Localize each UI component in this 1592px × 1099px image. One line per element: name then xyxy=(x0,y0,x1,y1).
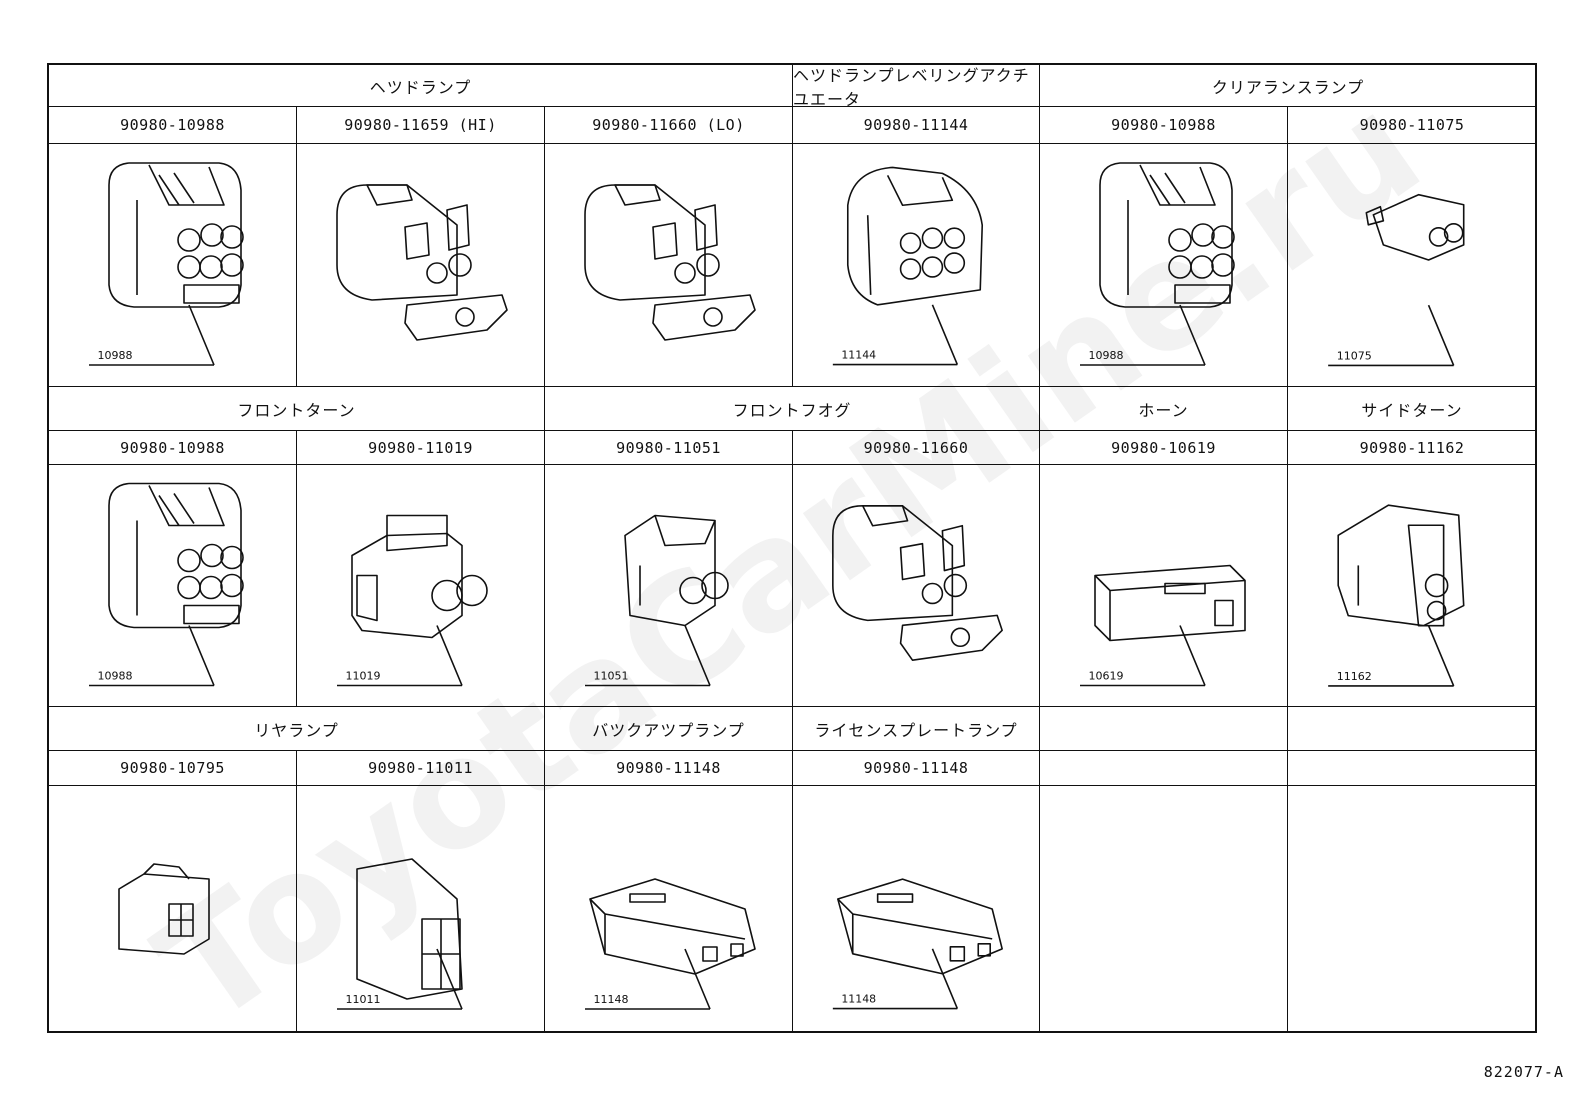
part-number: 90980-11075 xyxy=(1288,107,1537,144)
connector-illustration xyxy=(793,465,1040,707)
part-number xyxy=(1040,751,1288,786)
group-header: ライセンスプレートランプ xyxy=(793,707,1040,751)
part-number: 90980-10988 xyxy=(49,107,297,144)
connector-illustration: 10988 xyxy=(49,465,297,707)
part-number: 90980-11148 xyxy=(793,751,1040,786)
connector-6pin-round-icon: 10988 xyxy=(1080,162,1235,366)
connector-illustration: 11144 xyxy=(793,144,1040,387)
part-number: 90980-11051 xyxy=(545,431,793,465)
connector-illustration: 11011 xyxy=(297,786,545,1033)
group-header xyxy=(1040,707,1288,751)
connector-illustration: 11148 xyxy=(793,786,1040,1033)
callout-label: 10988 xyxy=(98,670,133,683)
callout-label: 10619 xyxy=(1089,670,1124,683)
group-header: ヘツドランプ xyxy=(49,65,793,107)
group-header: バツクアツプランプ xyxy=(545,707,793,751)
callout-label: 10988 xyxy=(98,349,133,362)
part-number: 90980-11019 xyxy=(297,431,545,465)
connector-illustration: 11162 xyxy=(1288,465,1537,707)
connector-illustration xyxy=(1288,786,1537,1033)
part-number: 90980-11660 xyxy=(793,431,1040,465)
group-header: ホーン xyxy=(1040,387,1288,431)
connector-2pin-small-icon: 11075 xyxy=(1328,193,1465,367)
group-header: ヘツドランプレベリングアクチユエータ xyxy=(793,65,1040,109)
callout-label: 11019 xyxy=(346,670,381,683)
part-number: 90980-11659 (HI) xyxy=(297,107,545,144)
connector-illustration: 11051 xyxy=(545,465,793,707)
connector-flat-horn-icon: 10619 xyxy=(1080,564,1246,687)
group-header: リヤランプ xyxy=(49,707,545,751)
connector-illustration xyxy=(545,144,793,387)
part-number: 90980-10988 xyxy=(49,431,297,465)
connector-6pin-round-icon: 10988 xyxy=(89,482,244,687)
document-id: 822077-A xyxy=(1483,1063,1564,1081)
callout-label: 11162 xyxy=(1337,670,1372,683)
group-header: サイドターン xyxy=(1288,387,1537,431)
connector-6pin-round-icon: 10988 xyxy=(89,162,244,366)
callout-label: 11075 xyxy=(1337,349,1372,362)
part-number: 90980-11162 xyxy=(1288,431,1537,465)
callout-label: 11011 xyxy=(346,993,381,1006)
group-header: クリアランスランプ xyxy=(1040,65,1537,107)
connector-headlamp-hi-icon xyxy=(336,184,508,341)
connector-6pin-leveling-icon: 11144 xyxy=(832,166,984,366)
connector-2pin-box-icon: 11019 xyxy=(337,514,488,687)
connector-illustration: 11019 xyxy=(297,465,545,707)
connector-4pin-small-icon xyxy=(118,863,210,955)
connector-illustration: 10988 xyxy=(49,144,297,387)
callout-label: 11144 xyxy=(841,349,876,362)
part-number: 90980-10619 xyxy=(1040,431,1288,465)
callout-label: 11148 xyxy=(841,993,876,1006)
connector-illustration xyxy=(49,786,297,1033)
connector-headlamp-lo-icon xyxy=(832,505,1003,661)
group-header: フロントフオグ xyxy=(545,387,1040,431)
connector-illustration: 10619 xyxy=(1040,465,1288,707)
part-number: 90980-10795 xyxy=(49,751,297,786)
callout-label: 10988 xyxy=(1089,349,1124,362)
group-header: フロントターン xyxy=(49,387,545,431)
part-number xyxy=(1288,751,1537,786)
connector-illustration: 11075 xyxy=(1288,144,1537,387)
connector-illustration xyxy=(1040,786,1288,1033)
connector-2pin-round-icon: 11051 xyxy=(585,514,729,687)
connector-headlamp-lo-icon xyxy=(584,184,756,341)
callout-label: 11148 xyxy=(594,993,629,1006)
part-number: 90980-11144 xyxy=(793,107,1040,144)
connector-4pin-block-icon: 11011 xyxy=(337,858,463,1010)
connector-2pin-side-icon: 11162 xyxy=(1328,504,1465,687)
group-header xyxy=(1288,707,1537,751)
part-number: 90980-10988 xyxy=(1040,107,1288,144)
part-number: 90980-11660 (LO) xyxy=(545,107,793,144)
connector-2pin-long-icon: 11148 xyxy=(585,878,756,1010)
connector-2pin-long-icon: 11148 xyxy=(832,878,1003,1010)
callout-label: 11051 xyxy=(594,670,629,683)
connector-illustration: 10988 xyxy=(1040,144,1288,387)
part-number: 90980-11148 xyxy=(545,751,793,786)
connector-illustration: 11148 xyxy=(545,786,793,1033)
connector-illustration xyxy=(297,144,545,387)
part-number: 90980-11011 xyxy=(297,751,545,786)
